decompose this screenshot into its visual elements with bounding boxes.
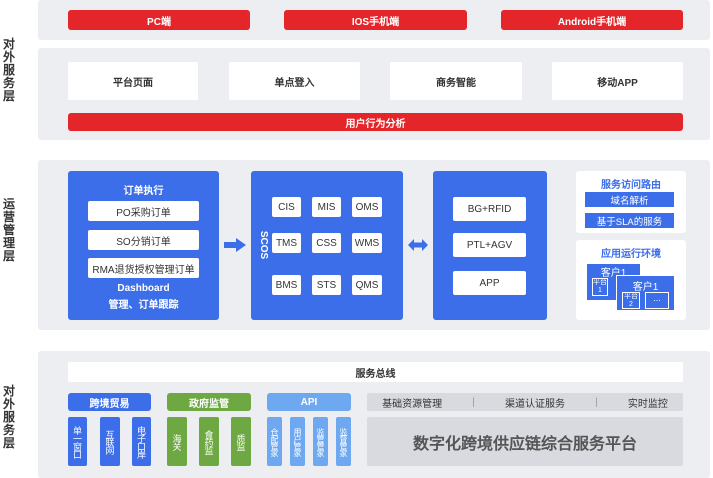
runtime-ellipsis[interactable]: ...	[645, 292, 669, 309]
user-behavior-analysis-bar[interactable]: 用户行为分析	[68, 113, 683, 131]
gov-header[interactable]: 政府监管	[167, 393, 251, 411]
runtime-platform1[interactable]: 平台1	[592, 278, 608, 296]
api-regulator[interactable]: 监管管家	[313, 417, 328, 466]
routing-dns[interactable]: 域名解析	[585, 192, 674, 207]
scos-module-css[interactable]: CSS	[312, 233, 341, 253]
order-exec-footer-line1: Dashboard	[117, 283, 170, 294]
routing-title: 服务访问路由	[601, 180, 661, 191]
realtime-monitoring[interactable]: 实时监控	[627, 398, 668, 410]
base-services-bar: 基础资源管理 | 渠道认证服务 | 实时监控	[367, 393, 683, 411]
runtime-client2-label: 客户1	[632, 282, 659, 293]
api-user[interactable]: 用户管家	[290, 417, 305, 466]
scos-module-wms[interactable]: WMS	[352, 233, 382, 253]
runtime-title: 应用运行环境	[601, 249, 661, 260]
portal-platform-page[interactable]: 平台页面	[68, 62, 198, 100]
divider: |	[595, 396, 598, 408]
portal-sso[interactable]: 单点登入	[229, 62, 360, 100]
scos-label: SCOS	[258, 230, 269, 260]
divider: |	[472, 396, 475, 408]
gov-customs[interactable]: 海关	[167, 417, 187, 466]
scos-module-tms[interactable]: TMS	[272, 233, 301, 253]
client-pc-button[interactable]: PC端	[68, 10, 250, 30]
order-po[interactable]: PO采购订单	[88, 201, 199, 221]
order-so[interactable]: SO分销订单	[88, 230, 199, 250]
client-android-button[interactable]: Android手机端	[501, 10, 683, 30]
runtime-client1-label: 客户1	[600, 268, 627, 279]
integration-bg-rfid[interactable]: BG+RFID	[453, 197, 526, 221]
order-rma[interactable]: RMA退货授权管理订单	[88, 258, 199, 278]
cross-border-internet[interactable]: 互联网	[100, 417, 120, 466]
integration-app[interactable]: APP	[453, 271, 526, 295]
integration-ptl-agv[interactable]: PTL+AGV	[453, 233, 526, 257]
scos-module-sts[interactable]: STS	[312, 275, 341, 295]
scos-module-bms[interactable]: BMS	[272, 275, 301, 295]
runtime-platform2[interactable]: 平台2	[622, 292, 640, 309]
order-exec-title: 订单执行	[123, 186, 164, 197]
gov-quality[interactable]: 质监	[231, 417, 251, 466]
api-supervisor[interactable]: 监督管家	[336, 417, 351, 466]
cross-border-single-window[interactable]: 单一窗口	[68, 417, 87, 466]
base-resource-management[interactable]: 基础资源管理	[382, 398, 443, 410]
scos-module-qms[interactable]: QMS	[352, 275, 382, 295]
service-bus-bar[interactable]: 服务总线	[68, 362, 683, 382]
side-label-bottom: 对外服务层	[2, 384, 15, 450]
cross-border-header[interactable]: 跨境贸易	[68, 393, 151, 411]
double-arrow-icon	[408, 239, 428, 251]
arrow-right-icon	[224, 238, 246, 252]
side-label-middle: 运营管理层	[2, 197, 15, 263]
gov-food-drug[interactable]: 食药监	[199, 417, 219, 466]
routing-sla[interactable]: 基于SLA的服务	[585, 213, 674, 228]
api-warehouse[interactable]: 仓配管家	[267, 417, 282, 466]
order-exec-footer-line2: 管理、订单跟踪	[108, 300, 179, 311]
cross-border-e-port[interactable]: 电子口岸	[132, 417, 151, 466]
scos-module-cis[interactable]: CIS	[272, 197, 301, 217]
side-label-top: 对外服务层	[2, 37, 15, 103]
scos-module-oms[interactable]: OMS	[352, 197, 382, 217]
client-ios-button[interactable]: IOS手机端	[284, 10, 467, 30]
portal-mobile-app[interactable]: 移动APP	[552, 62, 683, 100]
api-header[interactable]: API	[267, 393, 351, 411]
platform-title: 数字化跨境供应链综合服务平台	[367, 417, 683, 466]
portal-bi[interactable]: 商务智能	[390, 62, 522, 100]
channel-auth-service[interactable]: 渠道认证服务	[505, 398, 565, 410]
scos-module-mis[interactable]: MIS	[312, 197, 341, 217]
